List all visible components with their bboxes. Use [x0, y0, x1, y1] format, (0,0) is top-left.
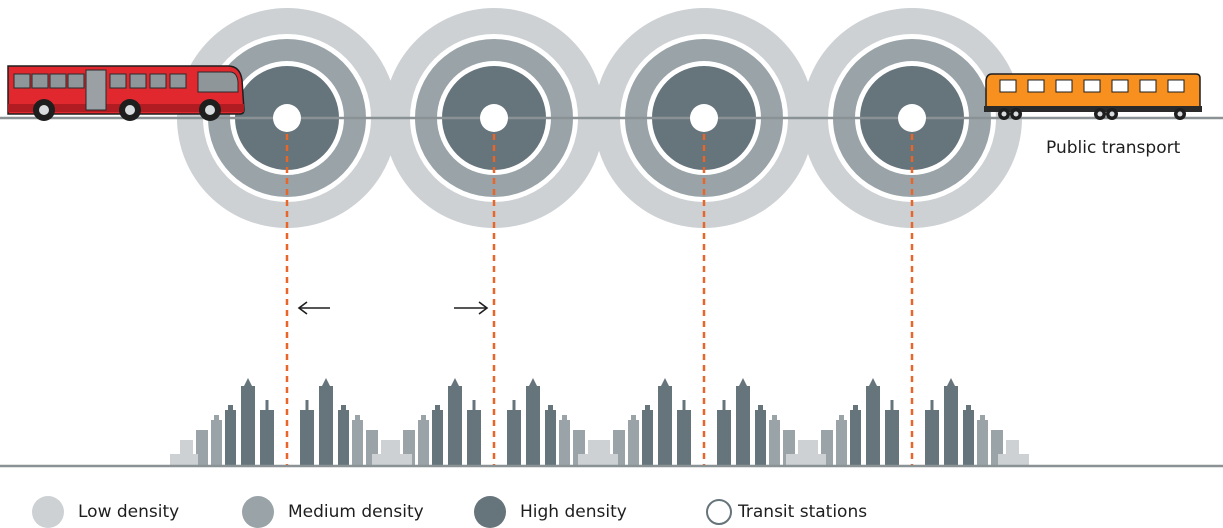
public-transport-label: Public transport [1046, 138, 1181, 158]
skyline-filler-building [998, 454, 1010, 466]
legend-high-density: High density [474, 496, 627, 528]
legend-label-low: Low density [78, 502, 180, 522]
skyline-building [418, 415, 429, 466]
skyline-building [885, 400, 899, 466]
bus-icon [7, 65, 245, 121]
skyline-building [432, 405, 443, 466]
skyline-building [977, 415, 988, 466]
skyline-filler-building [578, 454, 590, 466]
arrowhead-right-icon [478, 301, 489, 315]
legend-medium-density: Medium density [242, 496, 424, 528]
skyline-building [755, 405, 766, 466]
skyline-building [338, 405, 349, 466]
arrowhead-left-icon [297, 301, 308, 315]
skyline-building [352, 415, 363, 466]
skyline-building [196, 430, 208, 466]
train-icon [984, 73, 1202, 120]
skyline-filler-building [186, 454, 198, 466]
transit-station [480, 104, 508, 132]
skyline-building [658, 378, 672, 466]
skyline-building [507, 400, 521, 466]
skyline-building [526, 378, 540, 466]
skyline-building [241, 378, 255, 466]
skyline-building [850, 405, 861, 466]
skyline-building [225, 405, 236, 466]
legend-label-medium: Medium density [288, 502, 424, 522]
transit-station [690, 104, 718, 132]
legend-label-high: High density [520, 502, 627, 522]
transit-station [273, 104, 301, 132]
skyline-building [211, 415, 222, 466]
skyline-building [769, 415, 780, 466]
skyline-building [587, 454, 596, 466]
skyline-building [628, 415, 639, 466]
skyline-building [866, 378, 880, 466]
skyline-building [319, 378, 333, 466]
skyline-building [467, 400, 481, 466]
skyline-building [559, 415, 570, 466]
skyline-building [736, 378, 750, 466]
skyline-building [260, 400, 274, 466]
low-density-swatch [32, 496, 64, 528]
skyline-filler-building [606, 454, 618, 466]
skyline-building [795, 454, 804, 466]
skyline-filler-building [372, 454, 384, 466]
skyline-building [944, 378, 958, 466]
skyline-filler-building [386, 454, 398, 466]
skyline-building [677, 400, 691, 466]
skyline-filler-building [814, 454, 826, 466]
skyline-filler-building [592, 454, 604, 466]
skyline-building [300, 400, 314, 466]
skyline-filler-building [1012, 454, 1024, 466]
skyline-filler-building [172, 454, 184, 466]
transit-station [898, 104, 926, 132]
skyline-building [963, 405, 974, 466]
skyline-building [925, 400, 939, 466]
transit-station-swatch [706, 499, 732, 525]
legend-label-stations: Transit stations [738, 502, 868, 522]
skyline-building [545, 405, 556, 466]
skyline-filler-building [400, 454, 412, 466]
medium-density-swatch [242, 496, 274, 528]
legend-transit-stations: Transit stations [706, 497, 867, 527]
skyline-building [1020, 454, 1029, 466]
legend-low-density: Low density [32, 496, 180, 528]
skyline-building [642, 405, 653, 466]
skyline-building [448, 378, 462, 466]
skyline-building [836, 415, 847, 466]
high-density-swatch [474, 496, 506, 528]
skyline-filler-building [786, 454, 798, 466]
skyline-building [717, 400, 731, 466]
skyline-filler-building [800, 454, 812, 466]
